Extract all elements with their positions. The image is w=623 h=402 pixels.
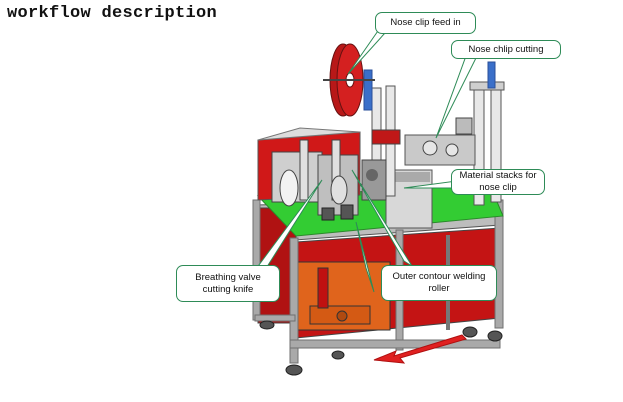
callout-material-stacks: Material stacks for nose clip <box>451 169 545 195</box>
cutting-mechanism <box>271 139 387 221</box>
callout-leaders <box>249 27 477 293</box>
page-heading: workflow description <box>7 4 218 23</box>
callout-breathing-valve: Breathing valve cutting knife <box>176 265 280 302</box>
callout-outer-contour: Outer contour welding roller <box>381 265 497 301</box>
callout-nose-clip-feed: Nose clip feed in <box>375 12 476 34</box>
casters <box>259 320 503 376</box>
flow-arrow <box>373 334 467 364</box>
callout-nose-clip-cutting: Nose chlip cutting <box>451 40 561 59</box>
